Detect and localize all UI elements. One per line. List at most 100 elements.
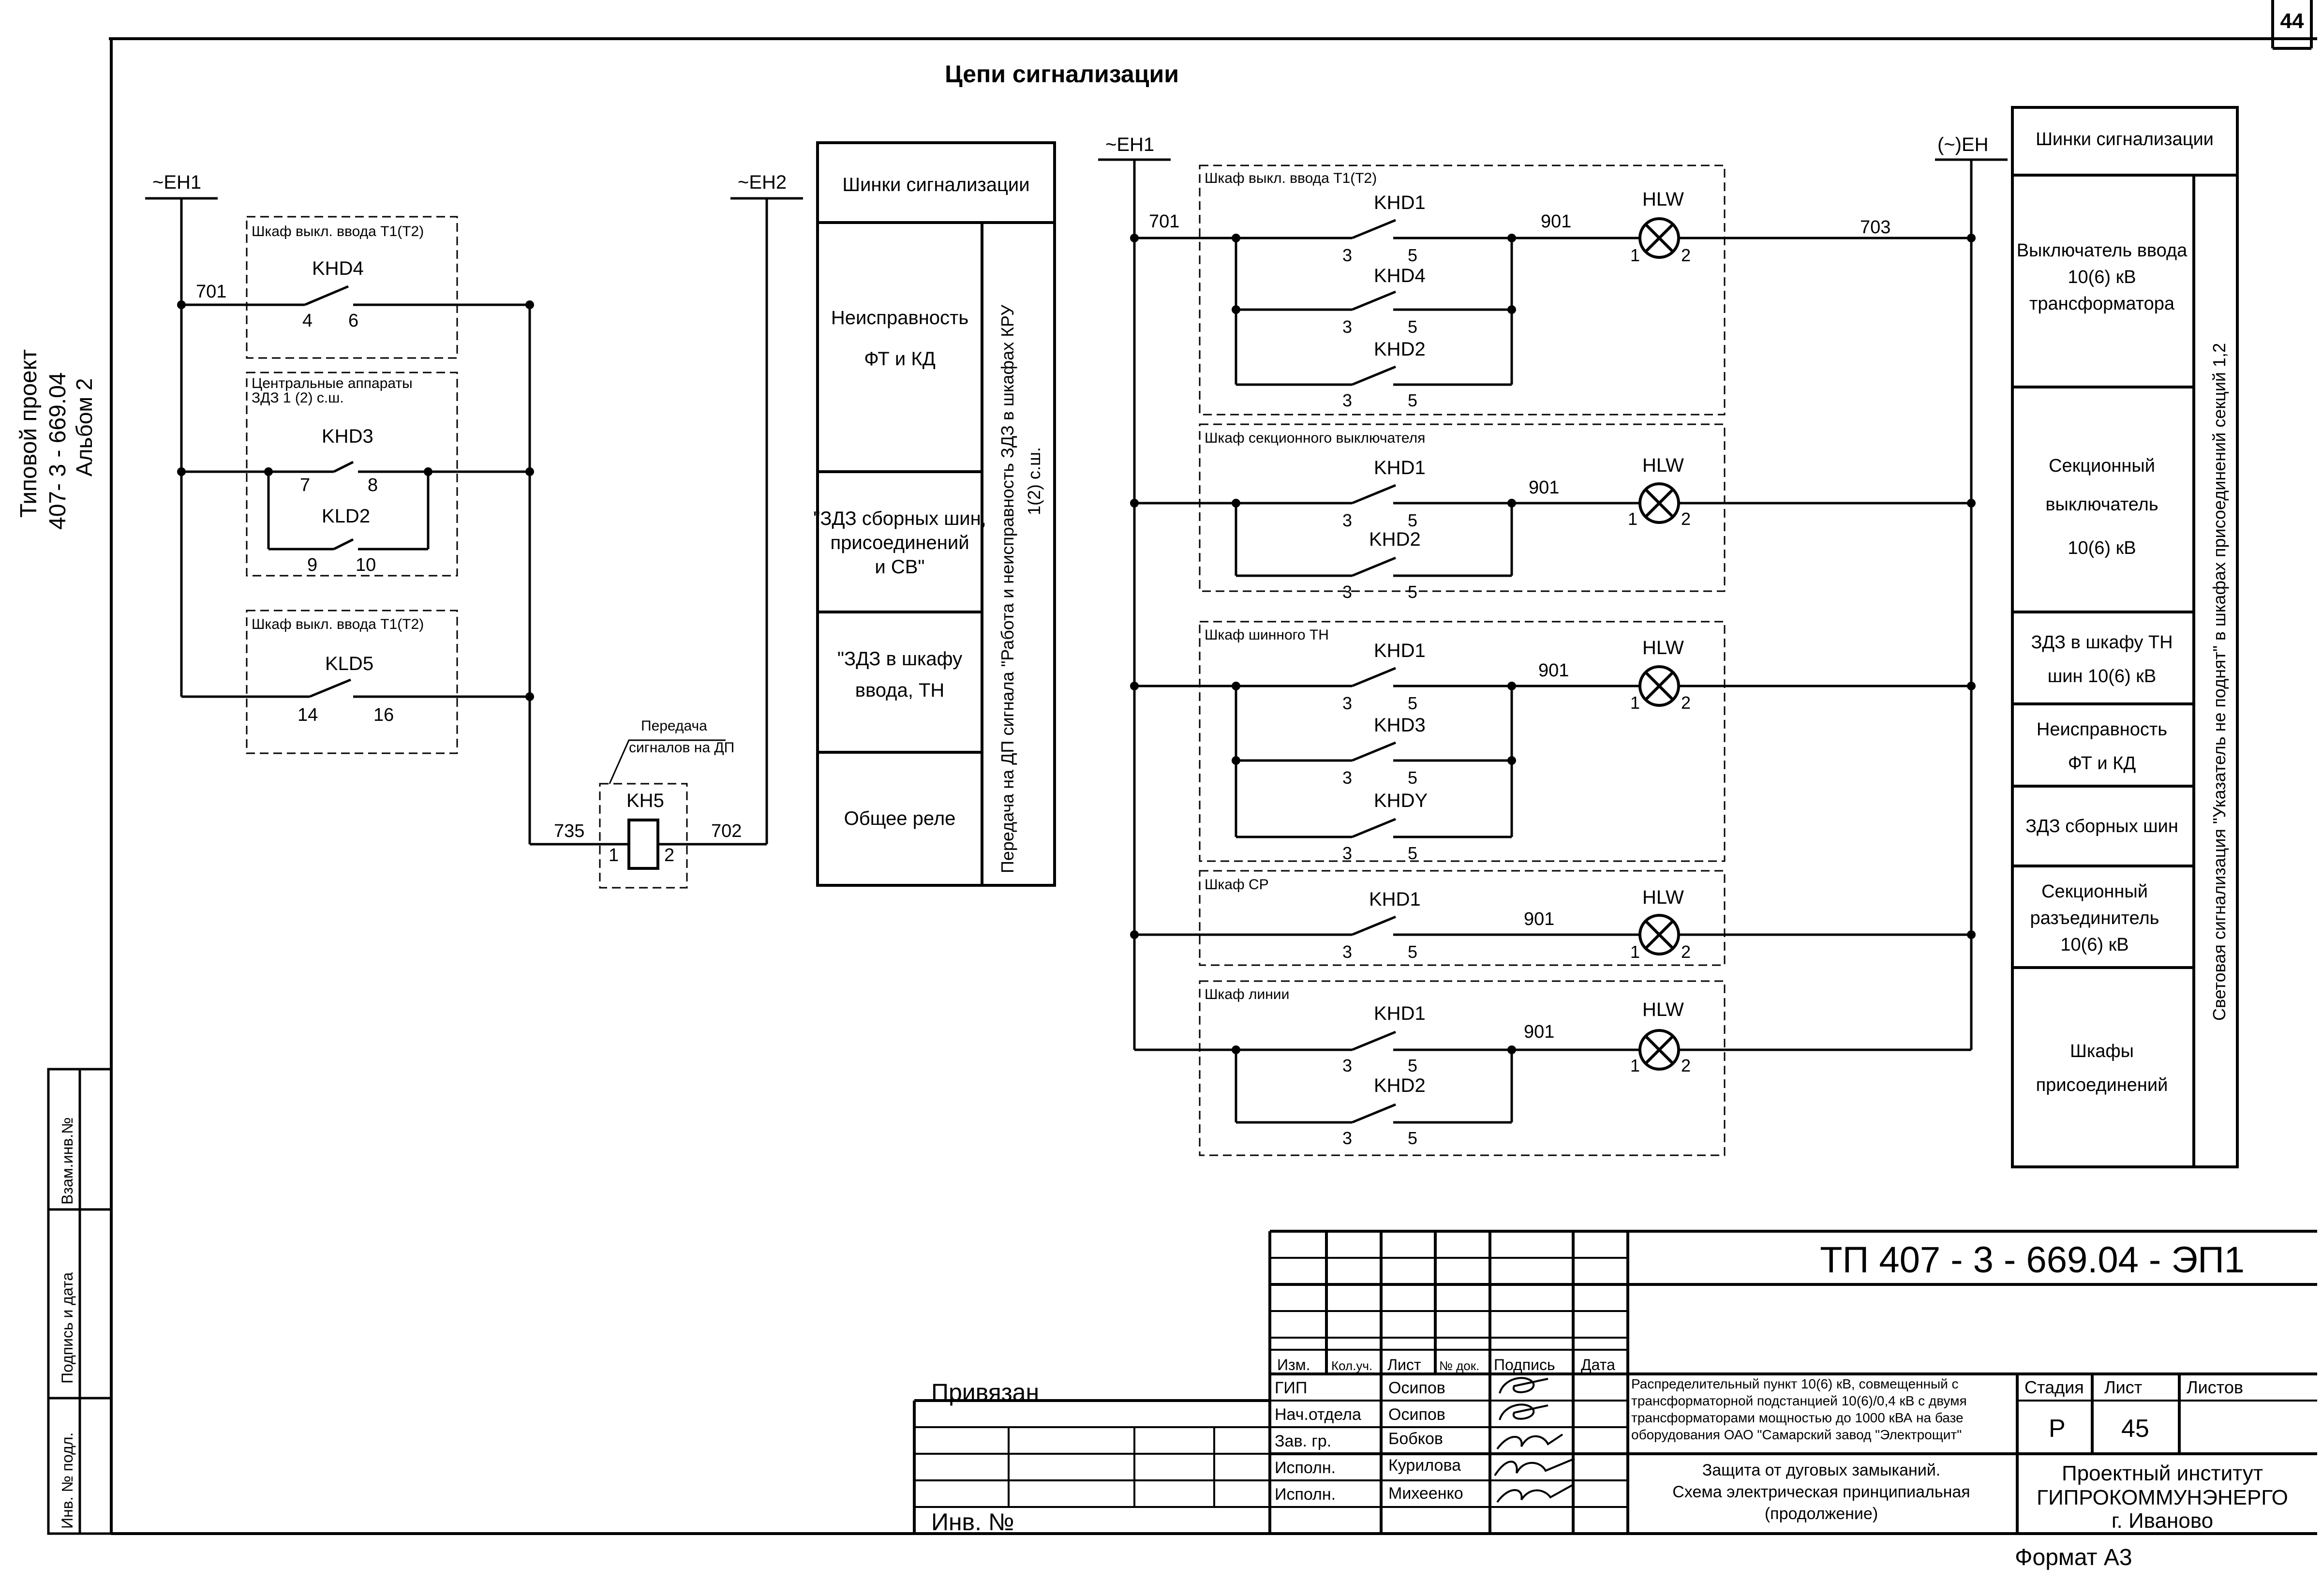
block4-lamp-pin2: 2 <box>1681 942 1691 962</box>
block5-c2-pin5: 5 <box>1408 1128 1417 1148</box>
block3-contact3: KHDY <box>1374 790 1428 811</box>
role-5: Исполн. <box>1275 1485 1336 1504</box>
side-label-line1: Типовой проект <box>16 349 42 518</box>
left-box3-contact: KLD5 <box>325 653 373 674</box>
object-desc-l3: трансформаторами мощностью до 1000 кВА н… <box>1631 1410 1964 1425</box>
bus-table-right-row2-l1: Секционный <box>2049 456 2155 476</box>
bus-table-right <box>2011 106 2239 1168</box>
bus-table-right-row1-l3: трансформатора <box>2029 294 2175 314</box>
relay-pin-b: 2 <box>664 845 674 865</box>
block2-c1-pin3: 3 <box>1342 510 1352 530</box>
left-box3-pin-b: 16 <box>373 705 394 725</box>
block5-title: Шкаф линии <box>1205 986 1289 1002</box>
block1-wire-901: 901 <box>1541 211 1571 232</box>
role-3: Зав. гр. <box>1275 1432 1331 1450</box>
block3-lamp-pin1: 1 <box>1630 693 1640 713</box>
side-label-line3: Альбом 2 <box>72 378 97 477</box>
stamp-inv-podl: Инв. № подл. <box>59 1432 76 1529</box>
block1-c2-pin5: 5 <box>1408 317 1417 337</box>
bus-table-left-vertical-l2: 1(2) с.ш. <box>1024 447 1044 515</box>
left-box1-pin-a: 4 <box>302 311 313 331</box>
col-podpis: Подпись <box>1494 1356 1555 1373</box>
block1-contact3: KHD2 <box>1374 339 1426 360</box>
block5-lamp-pin2: 2 <box>1681 1056 1691 1075</box>
relay-note-l2: сигналов на ДП <box>629 740 734 756</box>
left-box1-pin-b: 6 <box>348 311 358 331</box>
block2-lamp-pin1: 1 <box>1628 509 1637 529</box>
block3-c1-pin3: 3 <box>1342 693 1352 713</box>
block5-contact2: KHD2 <box>1374 1075 1426 1096</box>
org-l1: Проектный институт <box>2062 1462 2263 1485</box>
left-box1-contact: KHD4 <box>312 258 364 279</box>
bus-table-right-header: Шинки сигнализации <box>2036 129 2214 149</box>
block1-c2-pin3: 3 <box>1342 317 1352 337</box>
object-desc-l4: оборудования ОАО "Самарский завод "Элект… <box>1631 1427 1962 1442</box>
sheet-value: 45 <box>2121 1415 2149 1443</box>
left-box2-pin2-a: 9 <box>307 555 317 575</box>
diagram-title: Цепи сигнализации <box>945 60 1179 88</box>
bus-table-right-row2-l3: 10(6) кВ <box>2068 538 2136 558</box>
bus-table-right-row6-l3: 10(6) кВ <box>2060 935 2128 955</box>
block1-lamp: HLW <box>1642 189 1684 210</box>
stage-value: Р <box>2049 1415 2066 1443</box>
block3-c3-pin3: 3 <box>1342 843 1352 863</box>
bus-table-right-row1-l2: 10(6) кВ <box>2068 267 2136 287</box>
left-box2-contact2: KLD2 <box>322 506 370 527</box>
block5-c1-pin3: 3 <box>1342 1056 1352 1075</box>
doc-code: ТП 407 - 3 - 669.04 - ЭП1 <box>1820 1239 2245 1281</box>
col-ndok: № док. <box>1439 1358 1479 1373</box>
left-wire-735: 735 <box>554 821 584 841</box>
relay-note-l1: Передача <box>641 718 707 734</box>
lamp-5 <box>1638 1029 1680 1071</box>
left-circuit-dots <box>177 300 534 701</box>
block4-contact1: KHD1 <box>1369 889 1421 910</box>
block1-lamp-pin2: 2 <box>1681 245 1691 265</box>
block3-contact2: KHD3 <box>1374 715 1426 736</box>
bus-table-right-vertical: Световая сигнализация "Указатель не подн… <box>2209 343 2229 1021</box>
left-box2-contact1: KHD3 <box>322 426 373 447</box>
block3-c3-pin5: 5 <box>1408 843 1417 863</box>
bus-table-right-row3-l1: ЗДЗ в шкафу ТН <box>2031 632 2173 653</box>
block3-c2-pin5: 5 <box>1408 768 1417 788</box>
col-list: Лист <box>1387 1356 1421 1373</box>
bus-table-right-row7-l1: Шкафы <box>2070 1041 2134 1061</box>
bus-table-left-row2-l3: и СВ" <box>875 556 924 578</box>
stamp-podpis: Подпись и дата <box>59 1272 76 1384</box>
bus-table-right-row6-l1: Секционный <box>2041 881 2148 902</box>
block4-c1-pin5: 5 <box>1408 942 1417 962</box>
block3-lamp-pin2: 2 <box>1681 693 1691 713</box>
privyazan-label: Привязан <box>931 1379 1039 1406</box>
left-box1-title: Шкаф выкл. ввода Т1(Т2) <box>252 224 424 239</box>
stamp-vzam: Взам.инв.№ <box>59 1118 76 1205</box>
block5-c1-pin5: 5 <box>1408 1056 1417 1075</box>
block3-c2-pin3: 3 <box>1342 768 1352 788</box>
block3-wire-901: 901 <box>1538 660 1569 681</box>
inv-no-label: Инв. № <box>931 1508 1014 1536</box>
signature-5 <box>1496 1484 1573 1503</box>
block1-c1-pin5: 5 <box>1408 245 1417 265</box>
left-wire-702: 702 <box>711 821 742 841</box>
lamps <box>1638 217 1680 1071</box>
right-wire-701: 701 <box>1149 211 1179 232</box>
left-bus1-label: ~ЕН1 <box>152 172 201 193</box>
role-3-name: Бобков <box>1388 1430 1443 1448</box>
right-circuit-contacts <box>1352 219 1396 1125</box>
bus-table-right-row7-l2: присоединений <box>2036 1075 2168 1095</box>
bus-table-left-row1-l1: Неисправность <box>831 307 968 328</box>
org-l3: г. Иваново <box>2112 1509 2213 1533</box>
role-2: Нач.отдела <box>1275 1405 1361 1424</box>
block2-wire-901: 901 <box>1529 477 1559 498</box>
bus-table-left-row2-l2: присоединений <box>830 532 969 553</box>
relay-name: KH5 <box>626 790 664 811</box>
bus-table-left-row4-l1: Общее реле <box>844 808 956 829</box>
block1-lamp-pin1: 1 <box>1630 245 1640 265</box>
left-stamp <box>47 1068 113 1535</box>
bus-table-left-row3-l1: "ЗДЗ в шкафу <box>837 648 962 670</box>
lamp-3 <box>1638 665 1680 707</box>
side-label-line2: 407- 3 - 669.04 <box>45 372 71 530</box>
stage-header: Стадия <box>2024 1377 2084 1397</box>
right-bus2-label: (~)ЕН <box>1937 134 1989 155</box>
block2-c1-pin5: 5 <box>1408 510 1417 530</box>
bus-table-right-row6-l2: разъединитель <box>2030 908 2159 928</box>
left-box2-pin2-b: 10 <box>356 555 376 575</box>
